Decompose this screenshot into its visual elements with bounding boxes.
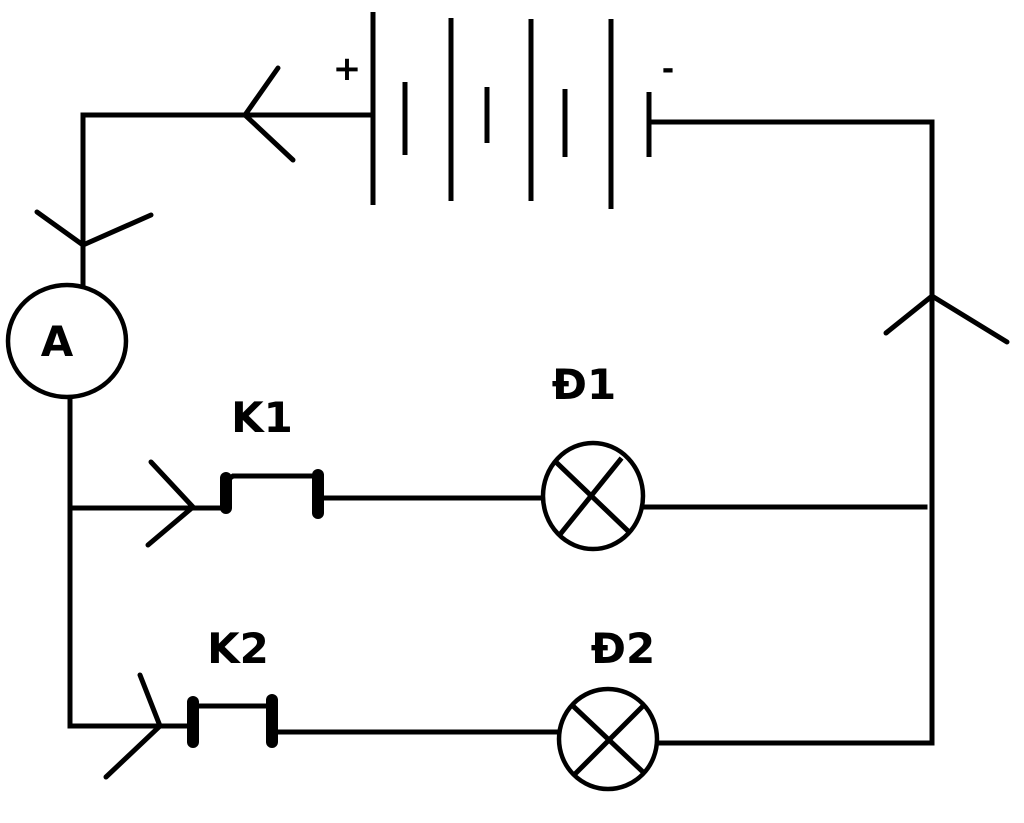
switch-k1-label: K1 — [231, 393, 293, 442]
wire-right — [646, 119, 935, 746]
ammeter: A — [5, 282, 129, 400]
lamp-d1-label: Đ1 — [552, 360, 616, 409]
lamp-d2-cross-b — [572, 702, 647, 777]
arrow-right-branch2-icon — [103, 672, 163, 780]
arrow-down-icon — [34, 209, 154, 248]
arrow-up-icon — [883, 292, 1010, 345]
wires — [67, 112, 935, 746]
current-arrows — [34, 65, 1010, 780]
ammeter-label: A — [41, 317, 74, 366]
lamp-d2: Đ2 — [556, 624, 660, 792]
arrow-right-branch1-icon — [145, 459, 197, 548]
battery: + - — [333, 12, 674, 209]
switch-k2-label: K2 — [207, 624, 269, 673]
switch-k1-lever — [222, 473, 321, 485]
battery-positive-label: + — [333, 49, 362, 89]
switch-k1: K1 — [220, 393, 324, 519]
arrow-left-icon — [241, 65, 296, 163]
lamp-d1: Đ1 — [540, 360, 646, 552]
lamp-d2-label: Đ2 — [591, 624, 655, 673]
ammeter-circle — [5, 282, 129, 400]
battery-negative-label: - — [662, 52, 674, 87]
lamp-d1-cross-b — [558, 456, 624, 536]
switch-k2: K2 — [187, 624, 278, 748]
wire-top-left — [80, 112, 376, 288]
